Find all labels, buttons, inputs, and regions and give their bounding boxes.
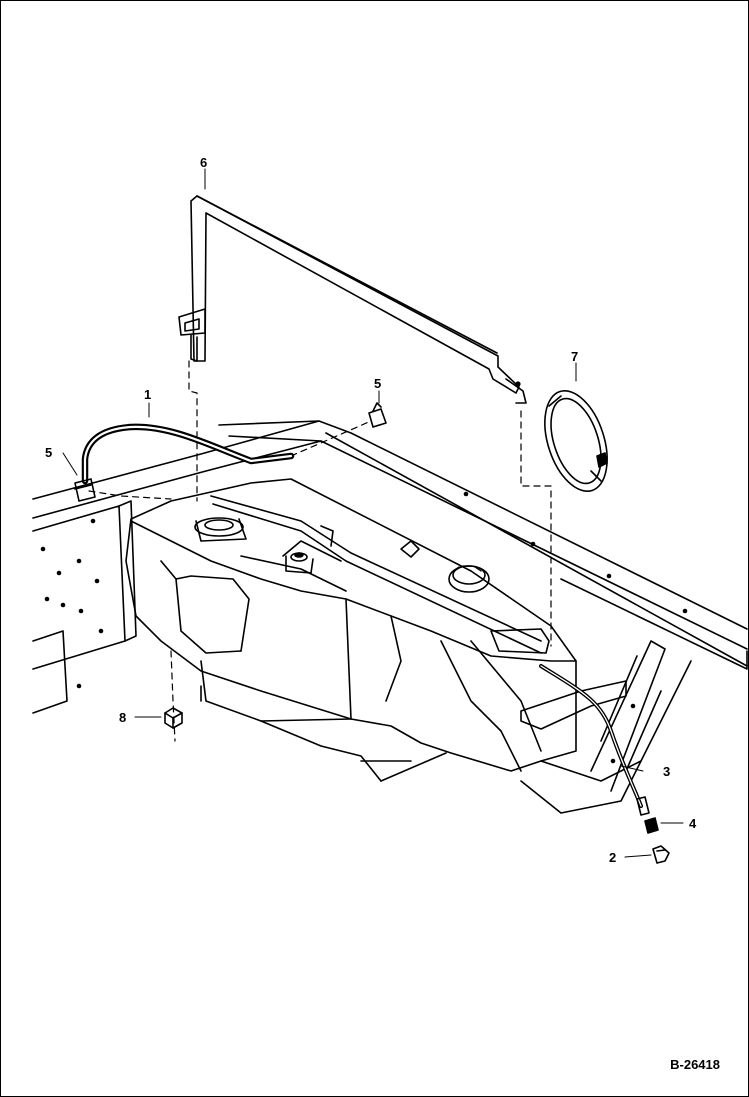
part-5-hose-clamp-left	[74, 478, 96, 502]
part-2-drain-plug	[652, 845, 670, 864]
callout-1: 1	[144, 387, 151, 402]
callout-4: 4	[689, 816, 697, 831]
callout-3: 3	[663, 764, 670, 779]
part-4-hose-clamp	[644, 817, 659, 834]
part-3-drain-hose	[539, 664, 650, 816]
part-7-ring-clamp	[544, 389, 608, 493]
frame-bolt-holes	[40, 491, 688, 764]
callout-6: 6	[200, 155, 207, 170]
drawing-number: B-26418	[670, 1057, 720, 1072]
callout-5-left: 5	[45, 445, 52, 460]
callout-leaders	[62, 168, 684, 858]
callout-5-right: 5	[374, 376, 381, 391]
callout-7: 7	[571, 349, 578, 364]
callout-labels: 6 1 5 5 7 3 4 2 8	[45, 155, 697, 865]
callout-8: 8	[119, 710, 126, 725]
part-5-hose-clamp-right	[368, 402, 387, 428]
part-6-strap	[178, 195, 527, 404]
part-1-vent-hose	[81, 423, 295, 485]
callout-2: 2	[609, 850, 616, 865]
frame-rails	[32, 420, 748, 814]
fuel-tank	[125, 478, 627, 782]
part-8-nut	[164, 707, 183, 729]
